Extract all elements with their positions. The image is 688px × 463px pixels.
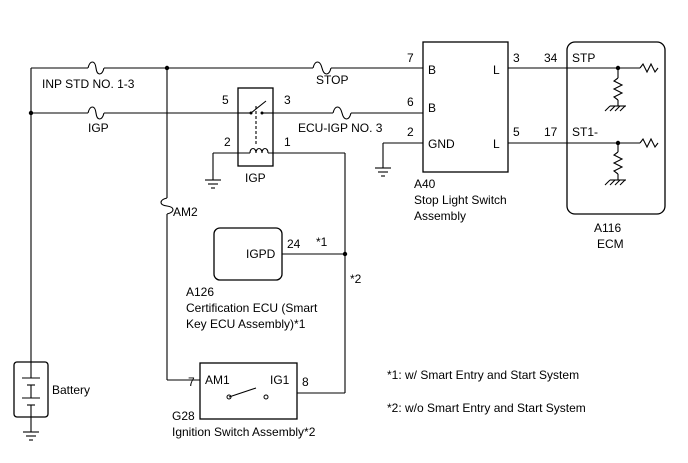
a40-ground-icon: [375, 167, 391, 177]
ignition-switch-term-ig1: IG1: [270, 373, 290, 387]
a40-pin-5: 5: [513, 125, 520, 139]
fuse-ecu-igp-icon: [332, 106, 352, 120]
ecm-pin-stp: 34: [544, 51, 558, 65]
ignition-switch-term-am1: AM1: [205, 373, 230, 387]
igp-relay-label: IGP: [245, 171, 266, 185]
igp-relay-pin-5: 5: [222, 93, 229, 107]
certification-ecu-name-line2: Key ECU Assembly)*1: [186, 317, 306, 331]
marker-2: *2: [350, 272, 362, 286]
note-1: *1: w/ Smart Entry and Start System: [387, 368, 579, 382]
fuse-am2-icon: [160, 197, 174, 215]
ecm-pin-st1: 17: [544, 125, 558, 139]
ignition-switch-pin-ig1: 8: [302, 375, 309, 389]
fuse-igp-icon: [87, 106, 105, 120]
ignition-switch-code: G28: [172, 409, 195, 423]
a40-term-gnd: GND: [428, 137, 455, 151]
igp-relay-pin-3: 3: [284, 93, 291, 107]
a40-code: A40: [414, 177, 436, 191]
fuse-stop-icon: [312, 61, 332, 75]
certification-ecu-name-line1: Certification ECU (Smart: [186, 301, 318, 315]
ecm-name: ECM: [597, 237, 624, 251]
fuse-inp-std-icon: [87, 61, 105, 75]
fuse-stop-label: STOP: [316, 73, 348, 87]
fuse-igp-label: IGP: [88, 121, 109, 135]
fuse-ecu-igp-label: ECU-IGP NO. 3: [298, 121, 383, 135]
a40-term-l2: L: [493, 137, 500, 151]
note-2: *2: w/o Smart Entry and Start System: [387, 401, 586, 415]
relay-ground-icon: [205, 179, 221, 189]
a40-pin-2: 2: [407, 125, 414, 139]
a40-term-b2: B: [428, 101, 436, 115]
battery-symbol: [13, 361, 49, 432]
ecm-box: [566, 41, 666, 215]
certification-ecu-pin: 24: [287, 237, 301, 251]
ecm-stp-resistor-network: [604, 62, 659, 112]
igp-relay-pin-1: 1: [284, 135, 291, 149]
igp-relay-pin-2: 2: [224, 135, 231, 149]
junction-dot: [342, 251, 348, 257]
ecm-st1-resistor-network: [604, 137, 659, 186]
a40-box: [422, 41, 509, 173]
a40-pin-3: 3: [513, 51, 520, 65]
ecm-code: A116: [594, 221, 621, 235]
certification-ecu-code: A126: [186, 285, 214, 299]
ignition-switch-name: Ignition Switch Assembly*2: [172, 425, 316, 439]
fuse-inp-std-label: INP STD NO. 1-3: [42, 77, 135, 91]
battery-label: Battery: [52, 383, 90, 397]
a40-name-line1: Stop Light Switch: [414, 193, 507, 207]
certification-ecu-terminal: IGPD: [246, 247, 276, 261]
battery-ground-icon: [23, 431, 39, 441]
a40-name-line2: Assembly: [414, 209, 466, 223]
ecm-term-st1: ST1-: [572, 125, 598, 139]
a40-pin-6: 6: [407, 95, 414, 109]
ecm-term-stp: STP: [572, 51, 595, 65]
a40-term-l1: L: [493, 63, 500, 77]
junction-dot: [28, 110, 34, 116]
marker-1: *1: [316, 235, 328, 249]
a40-term-b1: B: [428, 63, 436, 77]
relay-coil-icon: [249, 147, 269, 154]
a40-pin-7: 7: [407, 51, 414, 65]
fuse-am2-label: AM2: [173, 205, 198, 219]
ignition-switch-contact-icon: [226, 387, 269, 400]
ignition-switch-pin-am1: 7: [188, 375, 195, 389]
